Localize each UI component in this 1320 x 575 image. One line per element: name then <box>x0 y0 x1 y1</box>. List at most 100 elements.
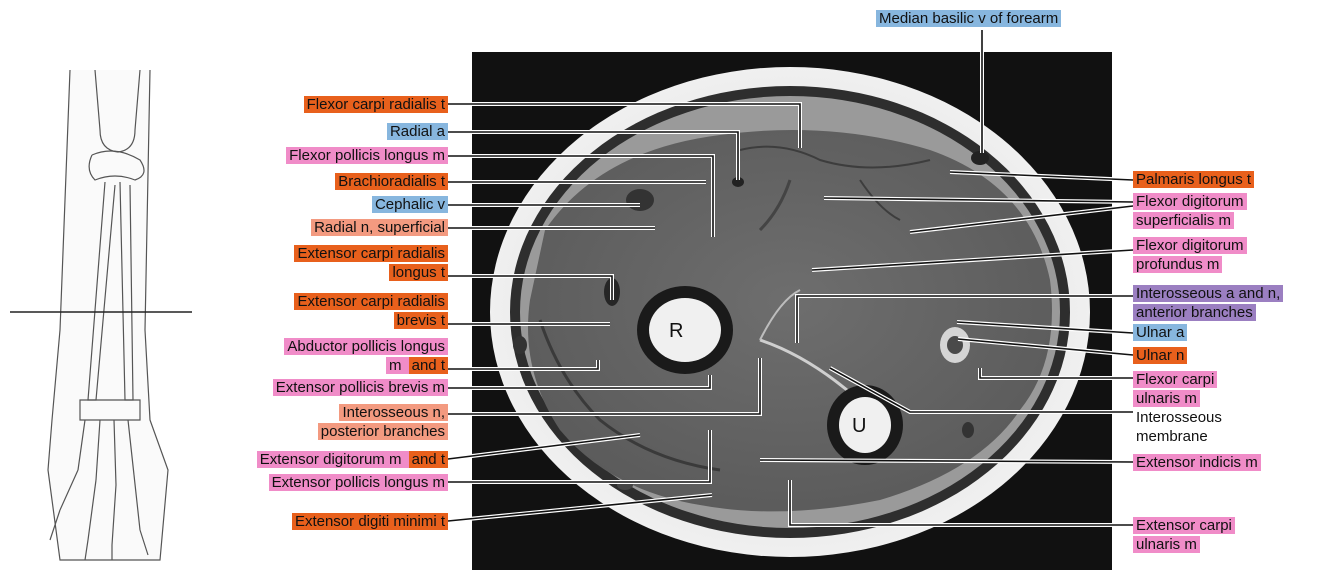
label-text: Interosseous a and n, <box>1133 285 1283 302</box>
label-text: Brachioradialis t <box>335 173 448 190</box>
label-text: Cephalic v <box>372 196 448 213</box>
label-line: Extensor carpi radialis <box>294 292 448 311</box>
label-line: Extensor carpi radialis <box>294 244 448 263</box>
label-text: Flexor carpi <box>1133 371 1217 388</box>
label-text: Extensor digitorum m <box>257 451 409 468</box>
label-ulnar-a: Ulnar a <box>1133 323 1187 342</box>
radius-letter: R <box>669 320 683 342</box>
label-line: Flexor digitorum <box>1133 236 1247 255</box>
label-extensor-carpi-radialis-longus-t: Extensor carpi radialis longus t <box>294 244 448 282</box>
label-text: and t <box>409 451 448 468</box>
label-extensor-digitorum: Extensor digitorum m and t <box>257 450 448 469</box>
label-text: ulnaris m <box>1133 536 1200 553</box>
label-interosseous-a-n-anterior: Interosseous a and n, anterior branches <box>1133 284 1283 322</box>
label-text: membrane <box>1133 428 1211 445</box>
label-text: Extensor pollicis longus m <box>269 474 448 491</box>
label-text: Extensor carpi <box>1133 517 1235 534</box>
label-extensor-digiti-minimi-t: Extensor digiti minimi t <box>292 512 448 531</box>
label-radial-a: Radial a <box>387 122 448 141</box>
label-line: Flexor carpi radialis t <box>304 95 448 114</box>
label-text: Flexor digitorum <box>1133 237 1247 254</box>
label-line: Flexor digitorum <box>1133 192 1247 211</box>
label-text: Flexor digitorum <box>1133 193 1247 210</box>
label-line: anterior branches <box>1133 303 1283 322</box>
label-extensor-carpi-radialis-brevis-t: Extensor carpi radialis brevis t <box>294 292 448 330</box>
label-line: Ulnar a <box>1133 323 1187 342</box>
label-line: Extensor indicis m <box>1133 453 1261 472</box>
label-text: ulnaris m <box>1133 390 1200 407</box>
label-line: Extensor carpi <box>1133 516 1235 535</box>
label-flexor-digitorum-superficialis-m: Flexor digitorum superficialis m <box>1133 192 1247 230</box>
label-line: Abductor pollicis longus <box>284 337 448 356</box>
label-text: profundus m <box>1133 256 1222 273</box>
arm-skeleton-illustration <box>48 70 168 560</box>
label-text: Interosseous n, <box>339 404 448 421</box>
label-extensor-carpi-ulnaris-m: Extensor carpi ulnaris m <box>1133 516 1235 554</box>
label-line: profundus m <box>1133 255 1247 274</box>
label-line: posterior branches <box>318 422 448 441</box>
label-line: Radial a <box>387 122 448 141</box>
label-extensor-pollicis-longus-m: Extensor pollicis longus m <box>269 473 448 492</box>
label-line: Extensor pollicis longus m <box>269 473 448 492</box>
label-flexor-carpi-ulnaris-m: Flexor carpi ulnaris m <box>1133 370 1217 408</box>
label-interosseous-membrane: Interosseous membrane <box>1133 408 1225 446</box>
label-palmaris-longus-t: Palmaris longus t <box>1133 170 1254 189</box>
label-line: superficialis m <box>1133 211 1247 230</box>
label-text: Extensor indicis m <box>1133 454 1261 471</box>
label-text: Extensor carpi radialis <box>294 245 448 262</box>
label-ulnar-n: Ulnar n <box>1133 346 1187 365</box>
label-line: Palmaris longus t <box>1133 170 1254 189</box>
label-line: Extensor pollicis brevis m <box>273 378 448 397</box>
label-brachioradialis-t: Brachioradialis t <box>335 172 448 191</box>
label-text: longus t <box>389 264 448 281</box>
label-text: posterior branches <box>318 423 448 440</box>
label-line: ulnaris m <box>1133 389 1217 408</box>
label-text: Radial n, superficial <box>311 219 448 236</box>
label-line: Interosseous n, <box>318 403 448 422</box>
label-line: Interosseous a and n, <box>1133 284 1283 303</box>
label-extensor-pollicis-brevis-m: Extensor pollicis brevis m <box>273 378 448 397</box>
label-interosseous-n-posterior: Interosseous n, posterior branches <box>318 403 448 441</box>
label-text: m <box>386 357 409 374</box>
label-text: and t <box>409 357 448 374</box>
label-line: Cephalic v <box>372 195 448 214</box>
label-abductor-pollicis-longus: Abductor pollicis longusm and t <box>284 337 448 375</box>
label-line: Radial n, superficial <box>311 218 448 237</box>
label-line: Extensor digiti minimi t <box>292 512 448 531</box>
label-line: Brachioradialis t <box>335 172 448 191</box>
label-text: Ulnar n <box>1133 347 1187 364</box>
label-text: anterior branches <box>1133 304 1256 321</box>
label-text: Extensor digiti minimi t <box>292 513 448 530</box>
label-text: Interosseous <box>1133 409 1225 426</box>
label-line: ulnaris m <box>1133 535 1235 554</box>
label-text: Palmaris longus t <box>1133 171 1254 188</box>
label-text: Radial a <box>387 123 448 140</box>
label-flexor-carpi-radialis-t: Flexor carpi radialis t <box>304 95 448 114</box>
label-line: Flexor carpi <box>1133 370 1217 389</box>
label-text: Extensor pollicis brevis m <box>273 379 448 396</box>
label-line: m and t <box>284 356 448 375</box>
label-line: longus t <box>294 263 448 282</box>
label-line: Extensor digitorum m and t <box>257 450 448 469</box>
label-radial-n-superficial: Radial n, superficial <box>311 218 448 237</box>
label-line: Flexor pollicis longus m <box>286 146 448 165</box>
label-cephalic-v: Cephalic v <box>372 195 448 214</box>
label-line: Median basilic v of forearm <box>876 9 1061 28</box>
label-text: superficialis m <box>1133 212 1234 229</box>
label-text: Median basilic v of forearm <box>876 10 1061 27</box>
label-line: Interosseous <box>1133 408 1225 427</box>
label-text: Flexor pollicis longus m <box>286 147 448 164</box>
label-line: Ulnar n <box>1133 346 1187 365</box>
label-text: Flexor carpi radialis t <box>304 96 448 113</box>
label-flexor-digitorum-profundus-m: Flexor digitorum profundus m <box>1133 236 1247 274</box>
label-text: Extensor carpi radialis <box>294 293 448 310</box>
label-line: brevis t <box>294 311 448 330</box>
label-text: Ulnar a <box>1133 324 1187 341</box>
label-median-basilic-v: Median basilic v of forearm <box>876 9 1061 28</box>
label-flexor-pollicis-longus-m: Flexor pollicis longus m <box>286 146 448 165</box>
label-extensor-indicis-m: Extensor indicis m <box>1133 453 1261 472</box>
label-text: brevis t <box>394 312 448 329</box>
ulna-letter: U <box>852 415 866 437</box>
